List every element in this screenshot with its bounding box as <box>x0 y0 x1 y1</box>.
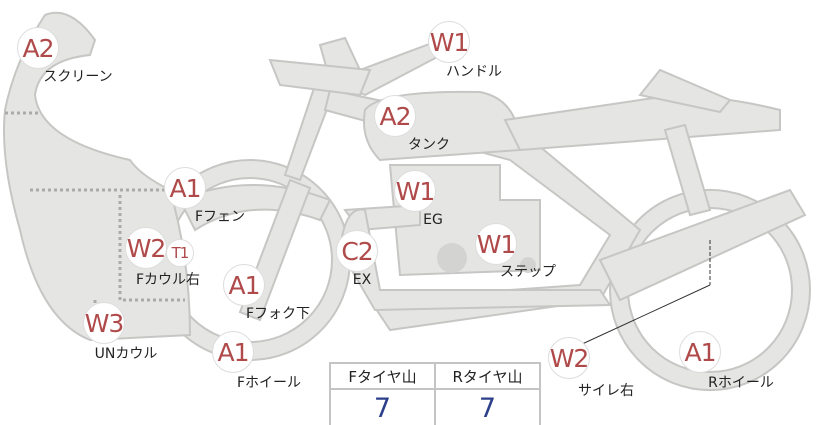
muffler <box>598 188 807 302</box>
damage-marker-rear-wheel[interactable]: A1 <box>679 331 721 373</box>
damage-marker-muffler-right[interactable]: W2 <box>548 337 590 379</box>
damage-marker-front-fender[interactable]: A1 <box>164 167 206 209</box>
damage-marker-exhaust[interactable]: C2 <box>336 230 378 272</box>
part-label-handle: ハンドル <box>446 64 502 80</box>
damage-marker-screen[interactable]: A2 <box>17 27 59 69</box>
part-label-front-wheel: Fホイール <box>236 375 302 391</box>
part-label-front-cowl-right: Fカウル右 <box>135 272 201 288</box>
rear-wheel <box>609 189 812 391</box>
part-label-rear-wheel: Rホイール <box>708 375 774 391</box>
part-label-front-fender: Fフェン <box>194 209 246 225</box>
part-label-step: ステップ <box>500 264 556 280</box>
damage-marker-under-cowl[interactable]: W3 <box>83 302 125 344</box>
damage-submarker-front-cowl-right[interactable]: T1 <box>166 239 194 267</box>
front-tire-header: Fタイヤ山 <box>329 362 436 390</box>
part-label-engine: EG <box>423 212 443 228</box>
part-label-screen: スクリーン <box>43 69 113 85</box>
damage-marker-front-cowl-right[interactable]: W2 <box>125 227 167 269</box>
part-label-tank: タンク <box>408 137 450 153</box>
rear-tire-value: 7 <box>434 388 541 425</box>
rear-tire-header: Rタイヤ山 <box>434 362 541 390</box>
seat <box>503 95 781 152</box>
tire-tread-table: Fタイヤ山 Rタイヤ山 7 7 <box>329 362 541 425</box>
damage-marker-front-fork-lower[interactable]: A1 <box>223 264 265 306</box>
front-tire-value: 7 <box>329 388 436 425</box>
damage-marker-front-wheel[interactable]: A1 <box>212 331 254 373</box>
part-label-front-fork-lower: Fフォク下 <box>245 306 311 322</box>
part-label-under-cowl: UNカウル <box>94 346 158 362</box>
damage-marker-engine[interactable]: W1 <box>394 170 436 212</box>
damage-marker-step[interactable]: W1 <box>475 223 517 265</box>
damage-marker-tank[interactable]: A2 <box>374 95 416 137</box>
part-label-exhaust: EX <box>352 272 372 288</box>
part-label-muffler-right: サイレ右 <box>578 383 634 399</box>
damage-marker-handle[interactable]: W1 <box>428 21 470 63</box>
